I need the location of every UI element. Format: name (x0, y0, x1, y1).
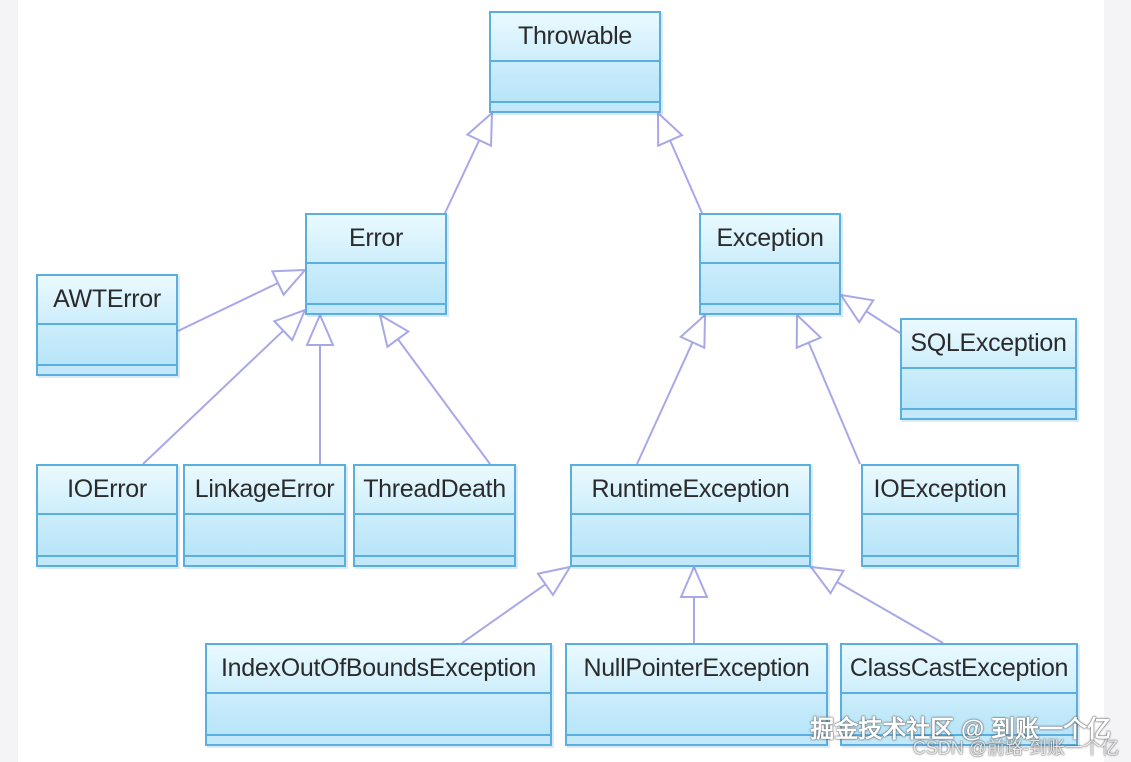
class-awt-error: AWTError (36, 274, 178, 376)
watermark-secondary: CSDN @前路-到账一个亿 (912, 738, 1119, 758)
class-exception: Exception (699, 213, 841, 315)
class-methods (185, 555, 344, 565)
class-name: Throwable (491, 13, 659, 62)
class-throwable: Throwable (489, 11, 661, 113)
class-methods (355, 555, 514, 565)
class-name: LinkageError (185, 466, 344, 515)
class-name: ThreadDeath (355, 466, 514, 515)
class-methods (38, 555, 176, 565)
class-methods (701, 303, 839, 313)
class-name: Exception (701, 215, 839, 264)
class-index-out-of-bounds-exception: IndexOutOfBoundsException (205, 643, 552, 746)
class-null-pointer-exception: NullPointerException (565, 643, 828, 746)
class-methods (567, 734, 826, 744)
class-methods (491, 101, 659, 111)
class-methods (842, 734, 1076, 744)
class-name: Error (307, 215, 445, 264)
class-methods (207, 734, 550, 744)
class-sql-exception: SQLException (900, 318, 1077, 420)
class-name: IOException (863, 466, 1017, 515)
class-methods (863, 555, 1017, 565)
class-name: AWTError (38, 276, 176, 325)
class-methods (902, 408, 1075, 418)
watermark-primary: 掘金技术社区 @ 到账一个亿 (810, 716, 1111, 743)
class-error: Error (305, 213, 447, 315)
class-class-cast-exception: ClassCastException (840, 643, 1078, 746)
class-methods (307, 303, 445, 313)
class-methods (38, 364, 176, 374)
class-methods (572, 555, 809, 565)
class-name: IndexOutOfBoundsException (207, 645, 550, 694)
class-runtime-exception: RuntimeException (570, 464, 811, 567)
class-io-exception: IOException (861, 464, 1019, 567)
class-thread-death: ThreadDeath (353, 464, 516, 567)
class-name: ClassCastException (842, 645, 1076, 694)
class-name: NullPointerException (567, 645, 826, 694)
class-name: SQLException (902, 320, 1075, 369)
class-linkage-error: LinkageError (183, 464, 346, 567)
class-name: RuntimeException (572, 466, 809, 515)
class-io-error: IOError (36, 464, 178, 567)
class-name: IOError (38, 466, 176, 515)
